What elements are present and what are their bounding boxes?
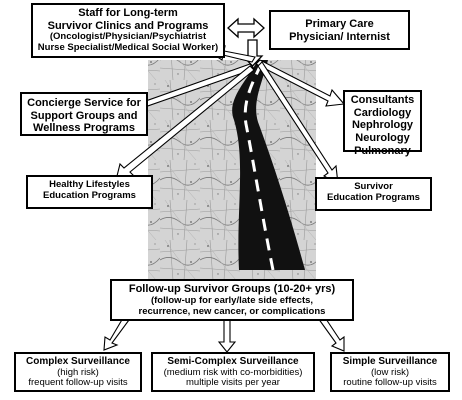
followup-title: Follow-up Survivor Groups (10-20+ yrs) [128,283,336,295]
survivor-edu-line2: Education Programs [327,191,420,203]
survivor-education-box: Survivor Education Programs [315,177,432,211]
simple-risk: (low risk) [371,366,409,378]
primary-care-line2: Physician/ Internist [289,30,390,43]
horizontal-connector-arrow [227,17,265,39]
simple-title: Simple Surveillance [342,356,438,367]
arrow-to-complex [103,317,130,351]
semi-complex-surveillance-box: Semi-Complex Surveillance (medium risk w… [151,352,315,392]
semi-detail: multiple visits per year [186,377,280,389]
arrow-to-simple [317,315,345,352]
concierge-line1: Concierge Service for [27,97,141,109]
healthy-line1: Healthy Lifestyles [49,179,130,190]
complex-surveillance-box: Complex Surveillance (high risk) frequen… [14,352,142,392]
consultant-item: Neurology [355,131,410,144]
arrow-to-semi [217,317,237,353]
spoke-to-consultants [255,59,346,107]
consultant-item: Pulmonary [354,144,411,157]
followup-groups-box: Follow-up Survivor Groups (10-20+ yrs) (… [110,279,354,321]
downward-arrows [103,315,345,353]
healthy-lifestyles-box: Healthy Lifestyles Education Programs [26,175,153,209]
road [232,60,305,270]
staff-sub-line1: (Oncologist/Physician/Psychiatrist [49,31,207,43]
semi-risk: (medium risk with co-morbidities) [163,366,303,378]
staff-sub-line2: Nurse Specialist/Medical Social Worker) [37,42,219,54]
road-center-line [243,59,275,271]
spoke-to-survivor-edu [257,61,339,186]
consultants-box: Consultants Cardiology Nephrology Neurol… [343,90,422,157]
concierge-box: Concierge Service for Support Groups and… [20,92,148,136]
complex-title: Complex Surveillance [26,356,130,367]
concierge-line2: Support Groups and [30,109,138,122]
consultants-title: Consultants [350,94,415,106]
survivor-edu-line1: Survivor [354,181,393,192]
simple-surveillance-box: Simple Surveillance (low risk) routine f… [330,352,450,392]
followup-line3: recurrence, new cancer, or complications [138,305,326,317]
consultant-item: Nephrology [351,119,414,132]
followup-line2: (follow-up for early/late side effects, [150,294,314,306]
complex-risk: (high risk) [57,366,99,378]
consultant-item: Cardiology [353,106,412,119]
staff-box: Staff for Long-term Survivor Clinics and… [31,3,225,58]
staff-title-line2: Survivor Clinics and Programs [47,19,209,32]
primary-care-line1: Primary Care [305,18,374,30]
complex-detail: frequent follow-up visits [28,377,128,389]
staff-title-line1: Staff for Long-term [78,7,178,19]
primary-care-box: Primary Care Physician/ Internist [269,10,410,50]
simple-detail: routine follow-up visits [343,377,437,389]
healthy-line2: Education Programs [43,189,136,201]
semi-title: Semi-Complex Surveillance [167,356,299,367]
concierge-line3: Wellness Programs [33,122,135,135]
